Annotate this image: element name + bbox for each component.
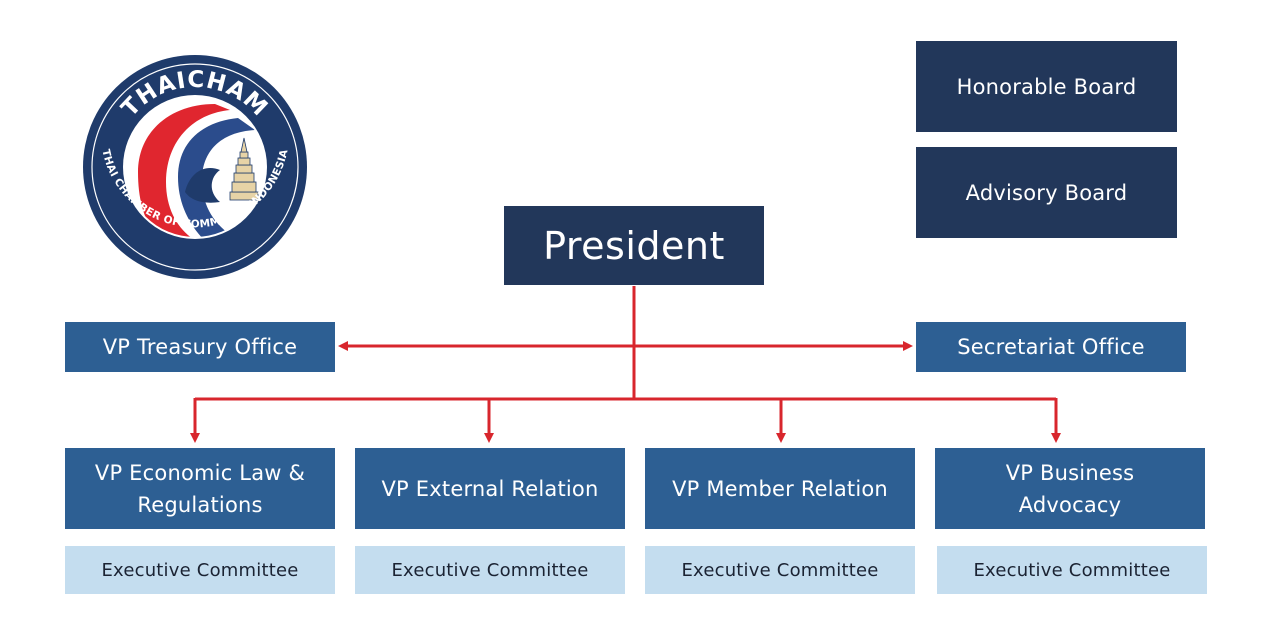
secretariat-office-label: Secretariat Office xyxy=(957,335,1145,359)
executive-committee-label: Executive Committee xyxy=(681,559,879,581)
vp-economic-law-box: VP Economic Law & Regulations xyxy=(65,448,335,529)
thaicham-logo: THAICHAM THAI CHAMBER OF COMMERCE INDONE… xyxy=(83,55,307,279)
vp-treasury-office-box: VP Treasury Office xyxy=(65,322,335,372)
vp-box-line1: VP External Relation xyxy=(381,476,599,501)
vp-business-advocacy-box: VP Business Advocacy xyxy=(935,448,1205,529)
honorable-board-box: Honorable Board xyxy=(916,41,1177,132)
president-label: President xyxy=(543,223,725,268)
vp-box-line1: VP Member Relation xyxy=(672,476,888,501)
honorable-board-label: Honorable Board xyxy=(956,74,1137,99)
executive-committee-label: Executive Committee xyxy=(391,559,589,581)
vp-external-relation-box: VP External Relation xyxy=(355,448,625,529)
executive-committee-box: Executive Committee xyxy=(355,546,625,594)
vp-treasury-office-label: VP Treasury Office xyxy=(102,335,298,359)
president-box: President xyxy=(504,206,764,285)
executive-committee-label: Executive Committee xyxy=(101,559,299,581)
advisory-board-label: Advisory Board xyxy=(965,180,1128,205)
naga-icon xyxy=(185,168,220,203)
vp-box-line2: Regulations xyxy=(137,492,263,517)
vp-box-line2: Advocacy xyxy=(1018,492,1122,517)
vp-box-line1: VP Economic Law & xyxy=(94,460,306,485)
executive-committee-box: Executive Committee xyxy=(645,546,915,594)
advisory-board-box: Advisory Board xyxy=(916,147,1177,238)
vp-box-line1: VP Business xyxy=(1005,460,1135,485)
vp-member-relation-box: VP Member Relation xyxy=(645,448,915,529)
executive-committee-label: Executive Committee xyxy=(973,559,1171,581)
executive-committee-box: Executive Committee xyxy=(937,546,1207,594)
executive-committee-box: Executive Committee xyxy=(65,546,335,594)
pagoda-icon xyxy=(229,137,259,201)
secretariat-office-box: Secretariat Office xyxy=(916,322,1186,372)
